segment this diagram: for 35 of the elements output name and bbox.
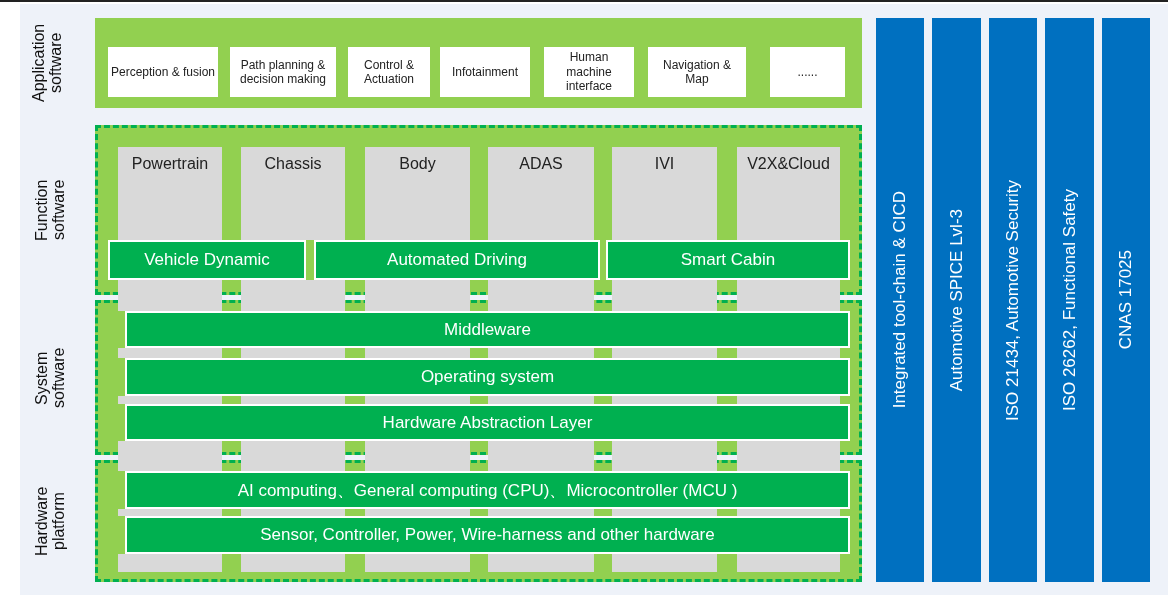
layer-bar: Middleware	[125, 311, 850, 348]
layer-bar: AI computing、General computing (CPU)、Microcontroller (MCU )	[125, 471, 850, 509]
domain-column: Body	[365, 147, 470, 240]
standard-label: Integrated tool-chain & CICD	[890, 191, 910, 409]
layer-bar: Vehicle Dynamic	[108, 240, 306, 280]
domain-column: Chassis	[241, 147, 345, 240]
module-box: Human machine interface	[544, 47, 634, 97]
layer-label: Function software	[34, 178, 68, 243]
module-box: ......	[770, 47, 845, 97]
layer-bar: Automated Driving	[314, 240, 600, 280]
domain-column: Powertrain	[118, 147, 222, 240]
layer-bar: Smart Cabin	[606, 240, 850, 280]
module-box: Navigation & Map	[648, 47, 746, 97]
layer-label: System software	[34, 346, 68, 410]
standard-label: ISO 26262, Functional Safety	[1059, 188, 1080, 412]
layer-bar: Sensor, Controller, Power, Wire-harness and other hardware	[125, 516, 850, 554]
standard-bar	[989, 18, 1037, 582]
layer-bar: Hardware Abstraction Layer	[125, 404, 850, 441]
layer-bar: Operating system	[125, 358, 850, 396]
standard-bar	[1045, 18, 1094, 582]
domain-column: IVI	[612, 147, 717, 240]
standard-bar	[1102, 18, 1150, 582]
domain-column: ADAS	[488, 147, 594, 240]
module-box: Infotainment	[440, 47, 530, 97]
standard-label: ISO 21434, Automotive Security	[1003, 179, 1023, 421]
module-box: Path planning & decision making	[230, 47, 336, 97]
module-box: Perception & fusion	[108, 47, 218, 97]
standard-bar	[932, 18, 981, 582]
layer-label: Hardware platform	[34, 485, 68, 558]
module-box: Control & Actuation	[348, 47, 430, 97]
standard-label: CNAS 17025	[1116, 250, 1136, 350]
standard-label: Automotive SPICE Lvl-3	[946, 208, 967, 392]
domain-column: V2X&Cloud	[737, 147, 840, 240]
standard-bar	[876, 18, 924, 582]
layer-label: Application software	[31, 22, 65, 105]
